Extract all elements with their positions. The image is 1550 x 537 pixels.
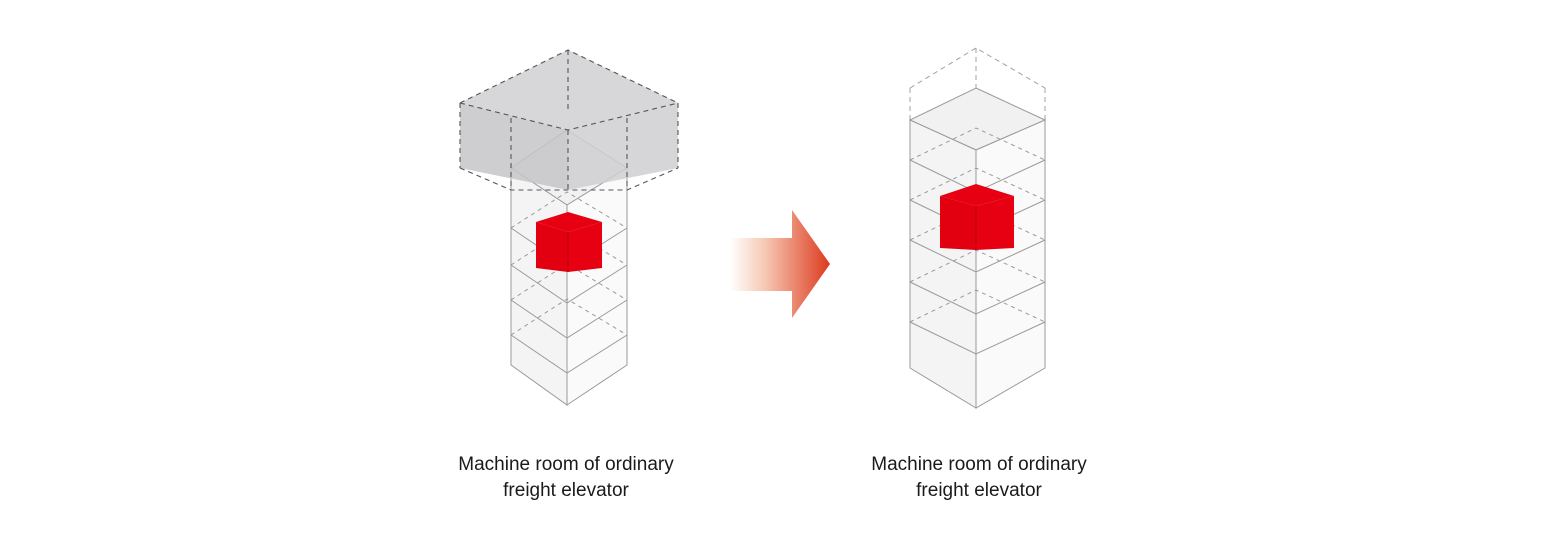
elevator-car-icon	[940, 184, 1014, 250]
machine-room-icon	[459, 49, 679, 191]
left-caption-line1: Machine room of ordinary	[458, 454, 674, 475]
right-caption: Machine room of ordinary freight elevato…	[799, 452, 1159, 504]
elevator-car-icon	[536, 212, 602, 272]
left-elevator-illustration	[459, 49, 679, 406]
left-caption: Machine room of ordinary freight elevato…	[386, 452, 746, 504]
right-caption-line2: freight elevator	[916, 480, 1042, 501]
right-caption-line1: Machine room of ordinary	[871, 454, 1087, 475]
right-elevator-illustration	[908, 47, 1047, 409]
arrow-right-icon	[730, 210, 830, 318]
left-caption-line2: freight elevator	[503, 480, 629, 501]
